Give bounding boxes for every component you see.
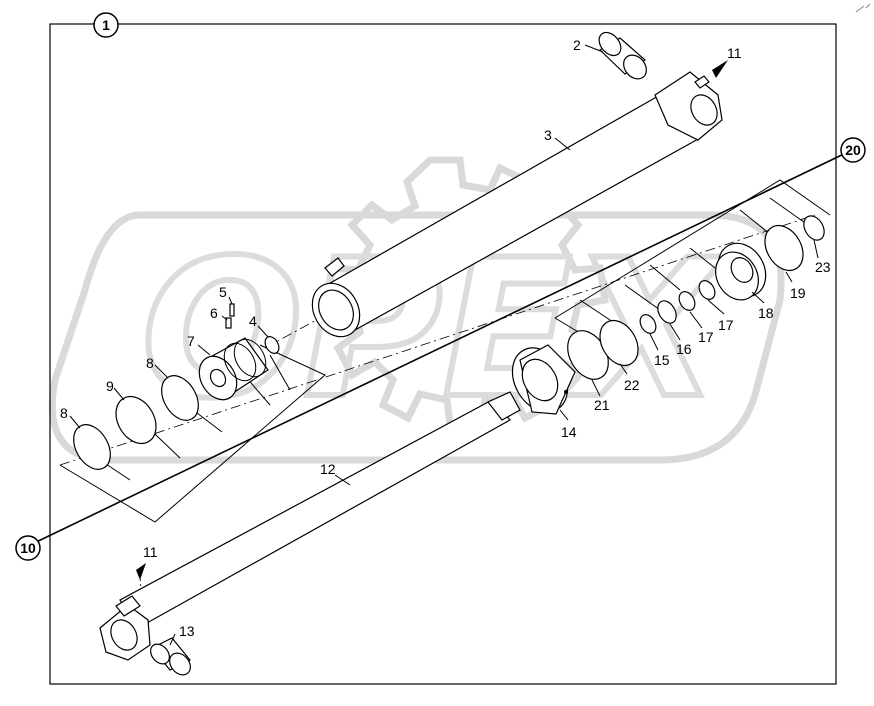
label-15: 15: [654, 352, 670, 368]
part-23-ring: [803, 215, 825, 241]
label-3: 3: [544, 127, 552, 143]
part-18-seal-assembly: [715, 242, 767, 301]
part-17-ring-b: [698, 280, 716, 300]
leader-lines: [69, 44, 819, 646]
part-12-piston-rod: [99, 391, 521, 661]
label-7: 7: [187, 333, 195, 349]
label-11-upper: 11: [727, 45, 742, 61]
part-3-cylinder-barrel: [311, 71, 723, 338]
callout-10: 10: [15, 535, 41, 561]
part-5-pin: [229, 303, 235, 317]
leader-10-20: [29, 151, 849, 546]
label-23: 23: [815, 259, 831, 275]
label-4: 4: [249, 313, 257, 329]
label-11-lower: 11: [143, 544, 158, 560]
bracket-seal-group: [554, 179, 831, 346]
label-21: 21: [594, 397, 610, 413]
label-17-right: 17: [718, 317, 734, 333]
label-13: 13: [179, 623, 195, 639]
label-14: 14: [561, 424, 577, 440]
part-19-ring: [764, 224, 804, 272]
part-15-ring: [639, 314, 657, 334]
label-22: 22: [624, 377, 640, 393]
part-4-o-ring: [264, 336, 280, 354]
part-2-bushing: [598, 31, 647, 80]
part-8-ring-lower: [73, 424, 111, 470]
callout-10-text: 10: [20, 540, 36, 556]
callout-1: 1: [93, 12, 119, 38]
label-18: 18: [758, 305, 774, 321]
label-17-left: 17: [698, 329, 714, 345]
part-9-ring: [115, 395, 157, 445]
callout-20-text: 20: [845, 142, 861, 158]
grease-arrow-lower: [136, 563, 146, 580]
part-6-set-screw: [225, 317, 232, 329]
label-16: 16: [676, 341, 692, 357]
center-line-lower: [59, 214, 816, 466]
part-13-bushing: [150, 637, 191, 676]
label-19: 19: [790, 285, 806, 301]
part-17-ring-a: [678, 291, 696, 311]
part-14-gland: [511, 344, 576, 415]
label-12: 12: [320, 461, 336, 477]
grease-arrow-upper: [712, 60, 728, 78]
label-8-lower: 8: [60, 405, 68, 421]
label-6: 6: [210, 305, 218, 321]
part-8-ring-upper: [161, 375, 199, 421]
label-9: 9: [106, 378, 114, 394]
corner-mark: [855, 3, 871, 13]
callout-20: 20: [840, 137, 866, 163]
label-2: 2: [573, 37, 581, 53]
frame-border: [49, 23, 837, 685]
label-8-upper: 8: [146, 355, 154, 371]
callout-1-text: 1: [102, 17, 110, 33]
part-22-ring: [599, 319, 639, 367]
part-16-ring: [657, 300, 677, 324]
part-7-piston: [198, 337, 269, 401]
label-5: 5: [219, 284, 227, 300]
